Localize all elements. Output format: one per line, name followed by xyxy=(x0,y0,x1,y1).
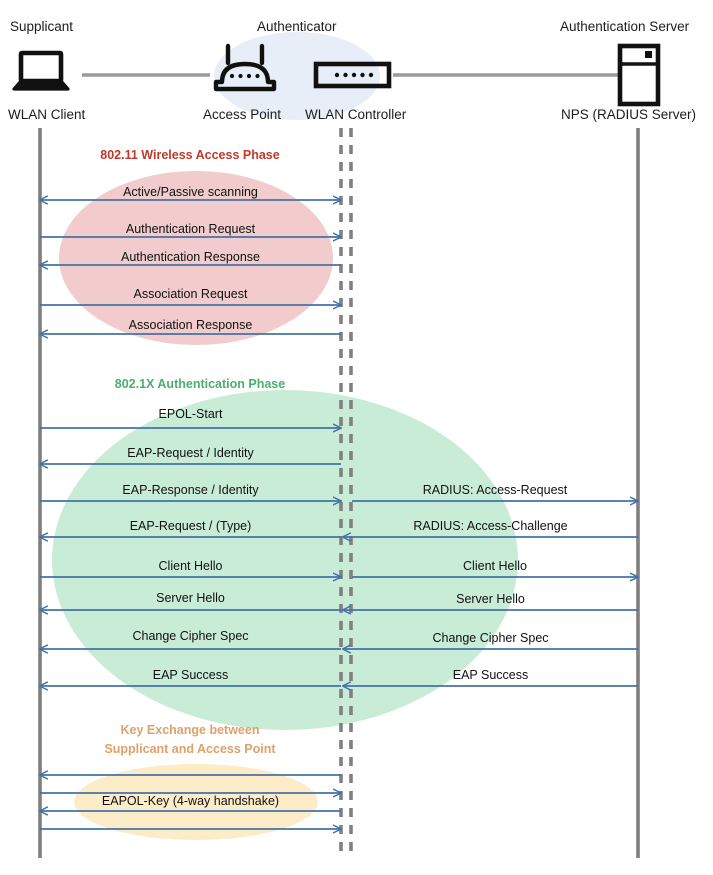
message-label: Association Response xyxy=(128,318,253,332)
message-label: EAP-Request / (Type) xyxy=(129,519,252,533)
message-label: EAP Success xyxy=(452,668,529,682)
actor-device-wlan-controller: WLAN Controller xyxy=(305,107,407,122)
message-label: Client Hello xyxy=(158,559,223,573)
message-label: EPOL-Start xyxy=(158,407,223,421)
phase-8021x-ellipse xyxy=(52,390,518,730)
actor-role-authenticator: Authenticator xyxy=(257,19,337,34)
phase-80211-ellipse xyxy=(59,171,333,345)
authenticator-halo xyxy=(214,32,380,120)
laptop-icon xyxy=(12,50,70,91)
message-label: Change Cipher Spec xyxy=(132,629,249,643)
message-label: EAP-Request / Identity xyxy=(127,446,254,460)
actor-device-wlan-client: WLAN Client xyxy=(8,107,86,122)
actor-role-auth-server: Authentication Server xyxy=(560,19,690,34)
message-label: Authentication Request xyxy=(125,222,256,236)
phase-ellipses xyxy=(52,171,518,840)
phase-label-8021x: 802.1X Authentication Phase xyxy=(114,377,286,391)
wireless-access-point-icon xyxy=(213,43,277,92)
message-label: RADIUS: Access-Challenge xyxy=(413,519,568,533)
phase-label-key-exchange: Key Exchange between Supplicant and Acce… xyxy=(90,721,290,759)
server-rack-icon xyxy=(617,43,661,107)
phase-key-exchange-ellipse xyxy=(74,764,318,840)
phase-label-key-exchange-line2: Supplicant and Access Point xyxy=(104,742,276,756)
message-label: Server Hello xyxy=(156,591,225,605)
message-label: EAP-Response / Identity xyxy=(122,483,259,497)
phase-label-80211: 802.11 Wireless Access Phase xyxy=(100,148,280,162)
phase-label-key-exchange-line1: Key Exchange between xyxy=(120,723,260,737)
actor-device-access-point: Access Point xyxy=(203,107,282,122)
message-label: Active/Passive scanning xyxy=(123,185,258,199)
lifelines xyxy=(38,128,640,858)
message-arrows xyxy=(40,200,638,829)
actor-role-supplicant: Supplicant xyxy=(10,19,74,34)
message-label: Client Hello xyxy=(463,559,527,573)
message-label: Server Hello xyxy=(456,592,525,606)
message-label: Change Cipher Spec xyxy=(432,631,549,645)
message-label: Authentication Response xyxy=(121,250,260,264)
actor-device-nps: NPS (RADIUS Server) xyxy=(561,107,697,122)
message-label: EAP Success xyxy=(152,668,229,682)
message-label: Association Request xyxy=(133,287,248,301)
message-label: RADIUS: Access-Request xyxy=(422,483,568,497)
message-label: EAPOL-Key (4-way handshake) xyxy=(101,794,280,808)
wlan-controller-icon xyxy=(313,61,392,89)
